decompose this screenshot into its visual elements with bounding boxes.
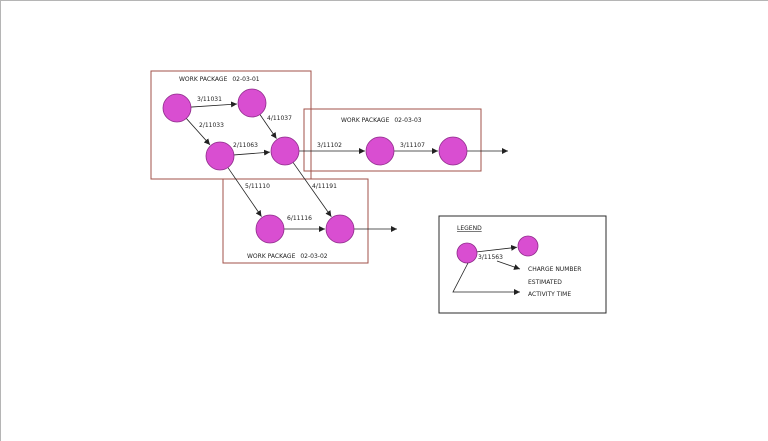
edge-n1-n2 bbox=[190, 101, 238, 108]
legend-title: LEGEND bbox=[457, 225, 482, 232]
legend-edge-label: 3/11563 bbox=[478, 254, 503, 261]
legend-annotation-activity-time: ACTIVITY TIME bbox=[528, 291, 571, 298]
activity-node-n5 bbox=[365, 136, 395, 166]
legend-edge bbox=[476, 244, 518, 253]
edge-label-6-11116: 6/11116 bbox=[287, 215, 312, 222]
activity-node-n2 bbox=[237, 88, 267, 118]
edge-label-3-11031: 3/11031 bbox=[197, 96, 222, 103]
legend-leader-2 bbox=[452, 262, 520, 295]
edge-n4-n8 bbox=[292, 162, 332, 217]
edge-label-3-11107: 3/11107 bbox=[400, 142, 425, 149]
legend-node-2 bbox=[517, 235, 539, 257]
legend-node-1 bbox=[456, 242, 478, 264]
edge-label-2-11063: 2/11063 bbox=[233, 142, 258, 149]
edge-n3-n4 bbox=[233, 149, 271, 156]
legend-leader-1 bbox=[496, 260, 521, 270]
edge-label-2-11033: 2/11033 bbox=[199, 122, 224, 129]
activity-node-n1 bbox=[162, 93, 192, 123]
edge-label-4-11191: 4/11191 bbox=[312, 183, 337, 190]
activity-node-n4 bbox=[270, 136, 300, 166]
activity-node-n7 bbox=[255, 214, 285, 244]
activity-node-n8 bbox=[325, 214, 355, 244]
edge-label-5-11110: 5/11110 bbox=[245, 183, 270, 190]
edge-n2-n4 bbox=[259, 114, 277, 139]
edge-n1-n3 bbox=[186, 118, 211, 146]
legend-annotation-estimated: ESTIMATED bbox=[528, 279, 562, 286]
legend-annotation-charge-number: CHARGE NUMBER bbox=[528, 266, 581, 273]
edge-n3-n7 bbox=[227, 167, 262, 217]
work-package-box-02-03-02 bbox=[222, 178, 369, 264]
work-package-box-02-03-03 bbox=[303, 108, 482, 172]
legend-box bbox=[438, 215, 607, 314]
edge-label-4-11037: 4/11037 bbox=[267, 115, 292, 122]
activity-node-n3 bbox=[205, 141, 235, 171]
activity-node-n6 bbox=[438, 136, 468, 166]
edge-label-3-11102: 3/11102 bbox=[317, 142, 342, 149]
